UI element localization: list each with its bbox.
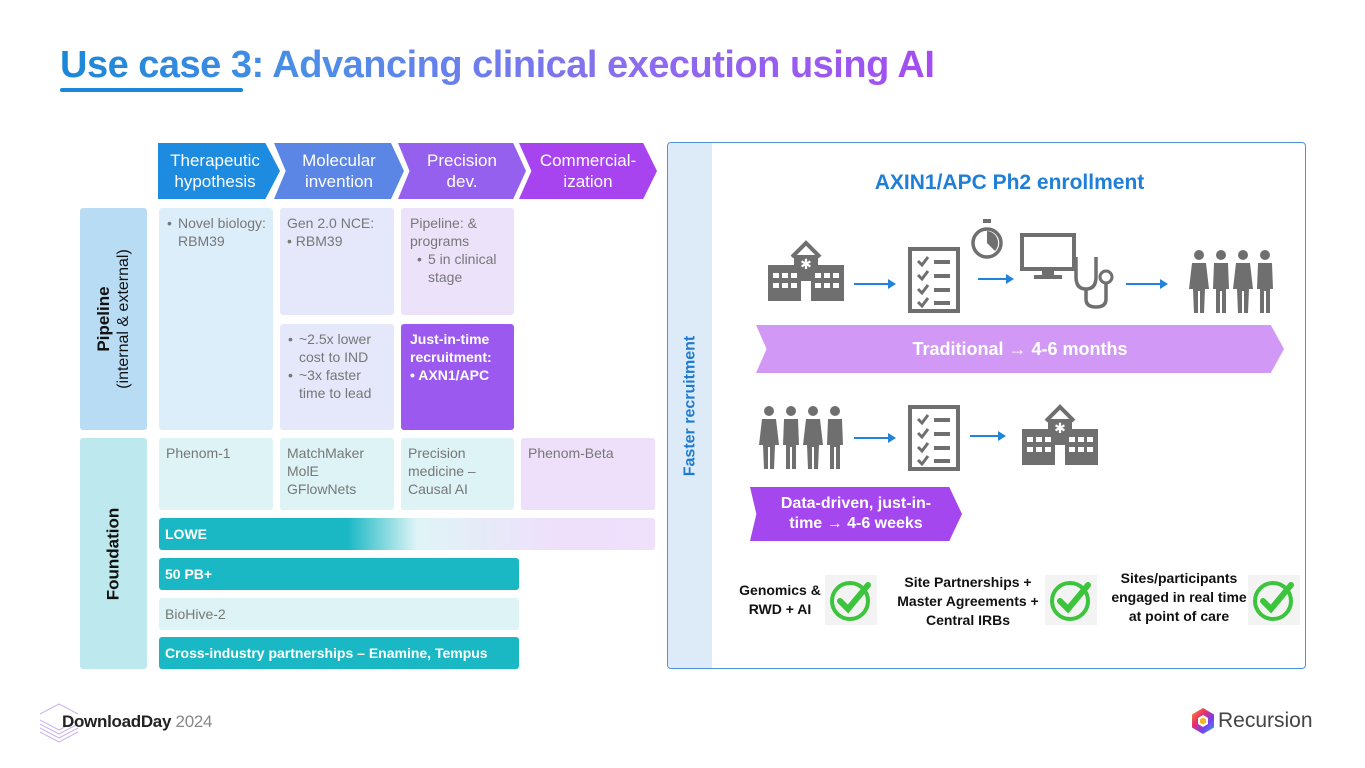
pipeline-therapeutic-cell: Novel biology: RBM39 [159,208,273,430]
svg-text:✱: ✱ [1054,421,1066,437]
downloadday-wordmark: DownloadDay 2024 [62,712,213,731]
title-prefix: Use case 3: [60,44,264,86]
arrow-icon [970,431,1006,441]
pipeline-molecular-top-cell: Gen 2.0 NCE: • RBM39 [280,208,394,315]
people-group-icon [759,406,843,469]
stethoscope-icon [1074,257,1114,309]
title-underline [60,88,243,92]
people-group-icon [1189,250,1273,313]
arrow-icon [1126,279,1168,289]
green-check-icon [825,575,877,625]
downloadday-logo-icon [39,703,79,743]
stopwatch-icon [971,219,1003,259]
pipeline-precision-bottom-cell: Just-in-time recruitment: • AXN1/APC [401,324,514,430]
pipeline-label: Pipeline(internal & external) [80,208,147,430]
title-main: Advancing clinical execution using AI [263,44,935,86]
hospital-icon: ✱ [1022,404,1098,465]
pipeline-molecular-bottom-cell: ~2.5x lower cost to IND~3x faster time t… [280,324,394,430]
svg-text:✱: ✱ [800,257,812,273]
foundation-phenom-beta-cell: Phenom-Beta [521,438,655,510]
foundation-causal-ai-cell: Precision medicine – Causal AI [401,438,514,510]
data-driven-timeline-banner: Data-driven, just-in-time → 4-6 weeks [750,487,962,541]
green-check-icon [1045,575,1097,625]
recursion-wordmark: Recursion [1218,709,1313,732]
hospital-icon: ✱ [768,240,844,301]
check-label-sites-participants: Sites/participants engaged in real time … [1111,570,1247,624]
foundation-phenom1-cell: Phenom-1 [159,438,273,510]
recursion-logo-icon [1192,708,1214,734]
recruitment-panel: Faster recruitment AXIN1/APC Ph2 enrollm… [667,142,1306,669]
slide-title: Use case 3: Advancing clinical execution… [60,44,934,87]
checklist-icon [908,247,960,313]
check-label-site-partnerships: Site Partnerships + Master Agreements + … [897,574,1039,628]
panel-title: AXIN1/APC Ph2 enrollment [874,171,1145,194]
arrow-icon [978,274,1014,284]
arrow-icon [854,433,896,443]
traditional-timeline-banner: Traditional → 4-6 months [756,325,1284,373]
foundation-models-cell: MatchMaker MolE GFlowNets [280,438,394,510]
monitor-icon [1020,233,1076,279]
panel-side-label: Faster recruitment [668,143,712,668]
stage-commercialization: Commercial-ization [519,143,657,199]
pipeline-precision-top-cell: Pipeline: & programs 5 in clinical stage [401,208,514,315]
foundation-bar-50pb: 50 PB+ [159,558,519,590]
checklist-icon [908,405,960,471]
check-label-genomics: Genomics & RWD + AI [739,582,821,617]
foundation-bar-partnerships: Cross-industry partnerships – Enamine, T… [159,637,519,669]
foundation-bar-biohive: BioHive-2 [159,598,519,630]
arrow-icon [854,279,896,289]
foundation-bar-lowe: LOWE [159,518,655,550]
green-check-icon [1248,575,1300,625]
foundation-label: Foundation [80,438,147,669]
